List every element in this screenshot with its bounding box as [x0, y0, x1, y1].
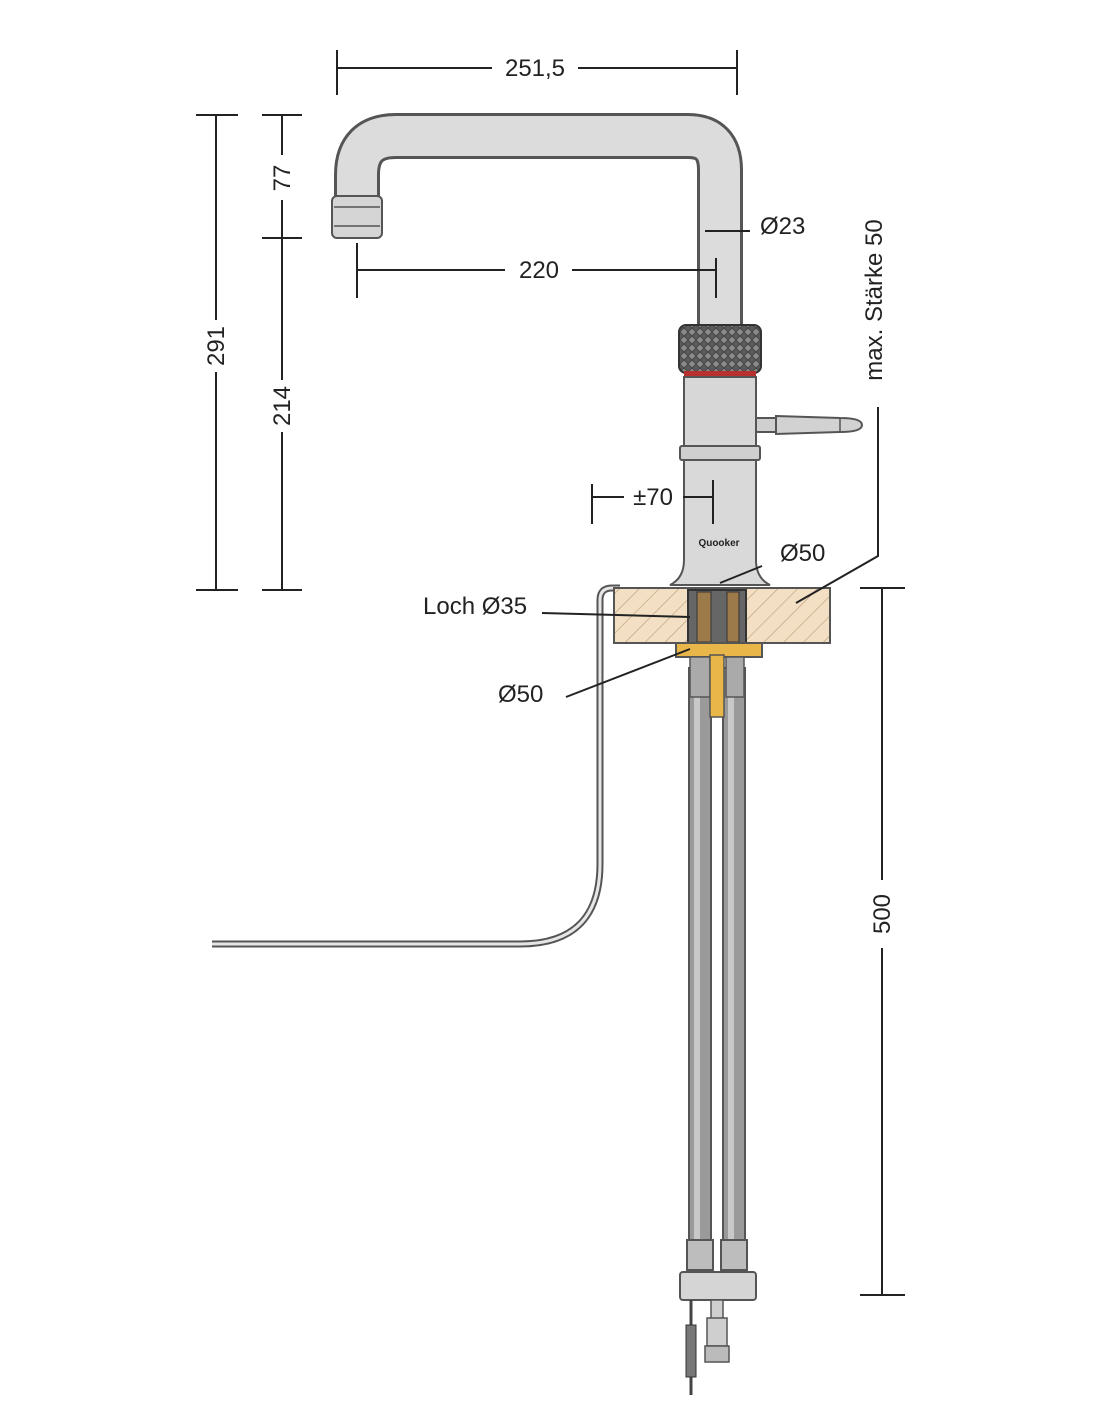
spout-outline — [334, 113, 743, 330]
hose-right-highlight — [728, 668, 734, 1268]
label-total-height: 291 — [203, 326, 230, 366]
label-max-thickness: max. Stärke 50 — [861, 219, 888, 380]
label-rotation: ±70 — [633, 484, 673, 511]
sensor-plug — [685, 1324, 697, 1378]
label-body-height: 214 — [269, 386, 296, 426]
label-base-diameter-top: Ø50 — [780, 540, 825, 567]
red-ring — [684, 371, 756, 377]
threaded-rod-left — [696, 591, 712, 643]
label-pipe-diameter: Ø23 — [760, 213, 805, 240]
label-spout-reach: 220 — [519, 257, 559, 284]
dimension-labels: 251,5 220 291 77 214 Ø23 max. Stärke 50 … — [203, 55, 896, 934]
hose-fitting-nut — [706, 1317, 728, 1347]
brass-bolt — [709, 654, 725, 718]
hose-left-highlight — [694, 668, 700, 1268]
brand-logo: Quooker — [698, 538, 739, 549]
label-hose-length: 500 — [869, 894, 896, 934]
lever-handle — [775, 414, 864, 436]
label-spout-width: 251,5 — [505, 55, 565, 82]
mounting-hardware — [675, 589, 763, 718]
tap-body-lower — [669, 459, 771, 586]
nut-left — [689, 656, 711, 698]
spout-aerator — [331, 195, 383, 239]
tap: Quooker — [331, 113, 864, 586]
sink-edge-inner — [212, 586, 620, 946]
hose-left-end — [686, 1239, 714, 1271]
label-hole-diameter: Loch Ø35 — [423, 593, 527, 620]
dimension-lines — [196, 50, 905, 1296]
label-base-diameter-bottom: Ø50 — [498, 681, 543, 708]
body-ring — [679, 445, 761, 461]
nut-right — [725, 656, 745, 698]
label-spout-drop: 77 — [269, 165, 296, 192]
spout-pipe — [337, 116, 740, 330]
tap-body-upper — [683, 376, 757, 448]
handle-stem — [755, 417, 777, 433]
threaded-rod-right — [726, 591, 740, 643]
connector-block — [679, 1271, 757, 1301]
supply-hoses — [679, 667, 757, 1395]
sink-edge-outline — [212, 584, 620, 948]
hose-fitting-base — [704, 1345, 730, 1363]
knurled-collar — [678, 324, 762, 374]
hose-right-end — [720, 1239, 748, 1271]
